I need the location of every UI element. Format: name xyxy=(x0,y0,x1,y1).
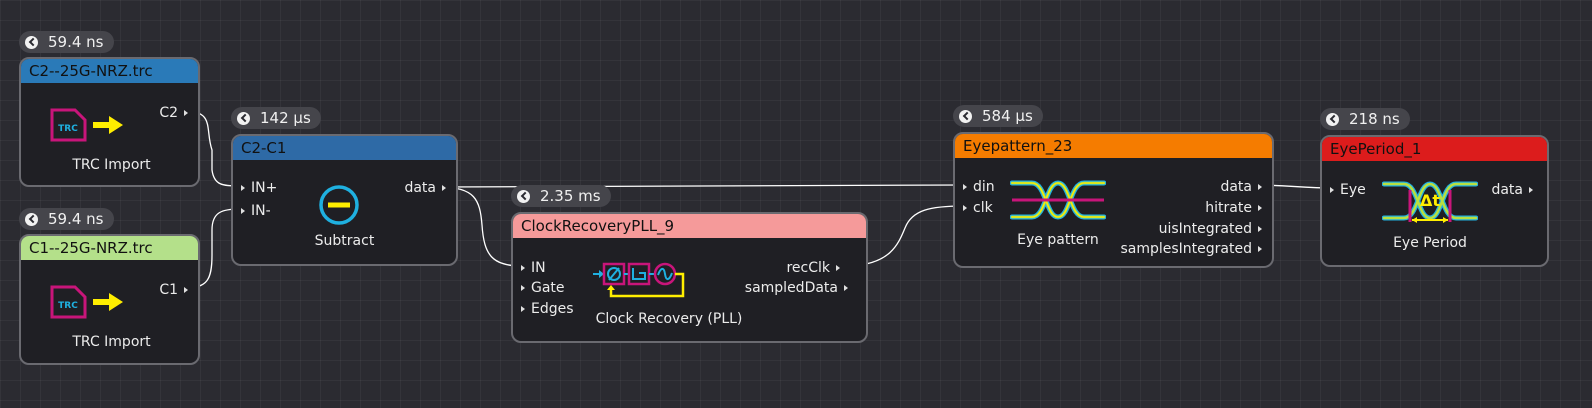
port-arrow-icon xyxy=(184,287,188,293)
trc-icon-text: TRC xyxy=(58,124,78,134)
block-caption: Eye pattern xyxy=(1017,232,1099,248)
timing-value: 584 µs xyxy=(982,107,1033,125)
port-arrow-icon xyxy=(1258,226,1262,232)
input-port-eye[interactable]: Eye xyxy=(1324,182,1366,198)
port-label: samplesIntegrated xyxy=(1120,241,1252,257)
port-label: C1 xyxy=(159,282,178,298)
input-port-gate[interactable]: Gate xyxy=(515,280,565,296)
output-port-data[interactable]: data xyxy=(404,180,452,196)
timing-badge-subtract: 142 µs xyxy=(231,107,321,129)
port-arrow-icon xyxy=(521,285,525,291)
port-arrow-icon xyxy=(836,265,840,271)
block-caption: Subtract xyxy=(314,233,375,249)
block-caption: TRC Import xyxy=(72,157,151,173)
pll-icon xyxy=(593,262,685,298)
block-subtract[interactable]: C2-C1 IN+ IN- data Subtract xyxy=(231,134,458,266)
timing-value: 59.4 ns xyxy=(48,210,104,228)
output-port-recclk[interactable]: recClk xyxy=(786,260,846,276)
block-title[interactable]: Eyepattern_23 xyxy=(955,134,1272,158)
output-port-data[interactable]: data xyxy=(1220,179,1268,195)
port-label: recClk xyxy=(786,260,830,276)
port-label: data xyxy=(1220,179,1252,195)
block-caption: TRC Import xyxy=(72,334,151,350)
port-arrow-icon xyxy=(241,185,245,191)
port-label: sampledData xyxy=(744,280,838,296)
port-label: Gate xyxy=(531,280,565,296)
block-title[interactable]: C2-C1 xyxy=(233,136,456,160)
port-arrow-icon xyxy=(241,208,245,214)
output-port-hitrate[interactable]: hitrate xyxy=(1205,200,1268,216)
input-port-edges[interactable]: Edges xyxy=(515,301,574,317)
timing-value: 218 ns xyxy=(1349,110,1400,128)
trc-file-arrow-icon: TRC xyxy=(50,285,123,319)
timing-badge-c1-import: 59.4 ns xyxy=(19,208,114,230)
block-clock-recovery[interactable]: ClockRecoveryPLL_9 IN Gate Edges recClk … xyxy=(511,212,868,343)
block-title[interactable]: EyePeriod_1 xyxy=(1322,137,1547,161)
port-label: IN- xyxy=(251,203,271,219)
input-port-in-minus[interactable]: IN- xyxy=(235,203,271,219)
timing-badge-clock-recovery: 2.35 ms xyxy=(511,185,611,207)
port-arrow-icon xyxy=(844,285,848,291)
block-eyepattern[interactable]: Eyepattern_23 din clk data hitrate uisIn… xyxy=(953,132,1274,268)
input-port-in[interactable]: IN xyxy=(515,260,546,276)
clock-icon xyxy=(959,109,972,123)
clock-icon xyxy=(25,35,38,49)
port-label: C2 xyxy=(159,105,178,121)
input-port-din[interactable]: din xyxy=(957,179,995,195)
clock-icon xyxy=(1326,112,1339,126)
port-label: din xyxy=(973,179,995,195)
timing-value: 2.35 ms xyxy=(540,187,601,205)
block-c2-import[interactable]: C2--25G-NRZ.trc C2 TRC TRC Import xyxy=(19,57,200,187)
port-arrow-icon xyxy=(1258,205,1262,211)
timing-badge-eyepattern: 584 µs xyxy=(953,105,1043,127)
eye-diagram-icon xyxy=(1010,180,1106,220)
port-label: hitrate xyxy=(1205,200,1252,216)
port-label: data xyxy=(1491,182,1523,198)
port-arrow-icon xyxy=(1529,187,1533,193)
block-title[interactable]: C1--25G-NRZ.trc xyxy=(21,236,198,260)
port-label: uisIntegrated xyxy=(1158,221,1252,237)
block-eye-period[interactable]: EyePeriod_1 Eye data Δt Eye Period xyxy=(1320,135,1549,267)
timing-badge-eye-period: 218 ns xyxy=(1320,108,1410,130)
output-port-c2[interactable]: C2 xyxy=(159,105,194,121)
port-label: Edges xyxy=(531,301,574,317)
input-port-clk[interactable]: clk xyxy=(957,200,993,216)
clock-icon xyxy=(237,111,250,125)
port-arrow-icon xyxy=(521,306,525,312)
output-port-sampleddata[interactable]: sampledData xyxy=(745,280,854,296)
block-title[interactable]: C2--25G-NRZ.trc xyxy=(21,59,198,83)
port-label: IN xyxy=(531,260,546,276)
port-arrow-icon xyxy=(963,205,967,211)
eye-period-icon: Δt xyxy=(1382,181,1478,223)
block-caption: Clock Recovery (PLL) xyxy=(595,311,743,327)
port-arrow-icon xyxy=(1258,184,1262,190)
port-arrow-icon xyxy=(1258,246,1262,252)
port-label: Eye xyxy=(1340,182,1366,198)
input-port-in-plus[interactable]: IN+ xyxy=(235,180,277,196)
block-title[interactable]: ClockRecoveryPLL_9 xyxy=(513,214,866,238)
clock-icon xyxy=(25,212,38,226)
subtract-icon xyxy=(319,185,359,225)
delta-t-text: Δt xyxy=(1420,191,1440,210)
port-arrow-icon xyxy=(442,185,446,191)
port-label: IN+ xyxy=(251,180,278,196)
timing-value: 59.4 ns xyxy=(48,33,104,51)
port-arrow-icon xyxy=(1330,187,1334,193)
port-arrow-icon xyxy=(184,110,188,116)
block-caption: Eye Period xyxy=(1393,235,1467,251)
port-label: data xyxy=(404,180,436,196)
timing-value: 142 µs xyxy=(260,109,311,127)
port-label: clk xyxy=(973,200,993,216)
clock-icon xyxy=(517,189,530,203)
block-c1-import[interactable]: C1--25G-NRZ.trc C1 TRC TRC Import xyxy=(19,234,200,365)
port-arrow-icon xyxy=(521,265,525,271)
trc-file-arrow-icon: TRC xyxy=(50,108,123,142)
timing-badge-c2-import: 59.4 ns xyxy=(19,31,114,53)
output-port-data[interactable]: data xyxy=(1491,182,1539,198)
port-arrow-icon xyxy=(963,184,967,190)
output-port-samplesintegrated[interactable]: samplesIntegrated xyxy=(1120,241,1268,257)
output-port-c1[interactable]: C1 xyxy=(159,282,194,298)
trc-icon-text: TRC xyxy=(58,301,78,311)
output-port-uisintegrated[interactable]: uisIntegrated xyxy=(1159,221,1268,237)
